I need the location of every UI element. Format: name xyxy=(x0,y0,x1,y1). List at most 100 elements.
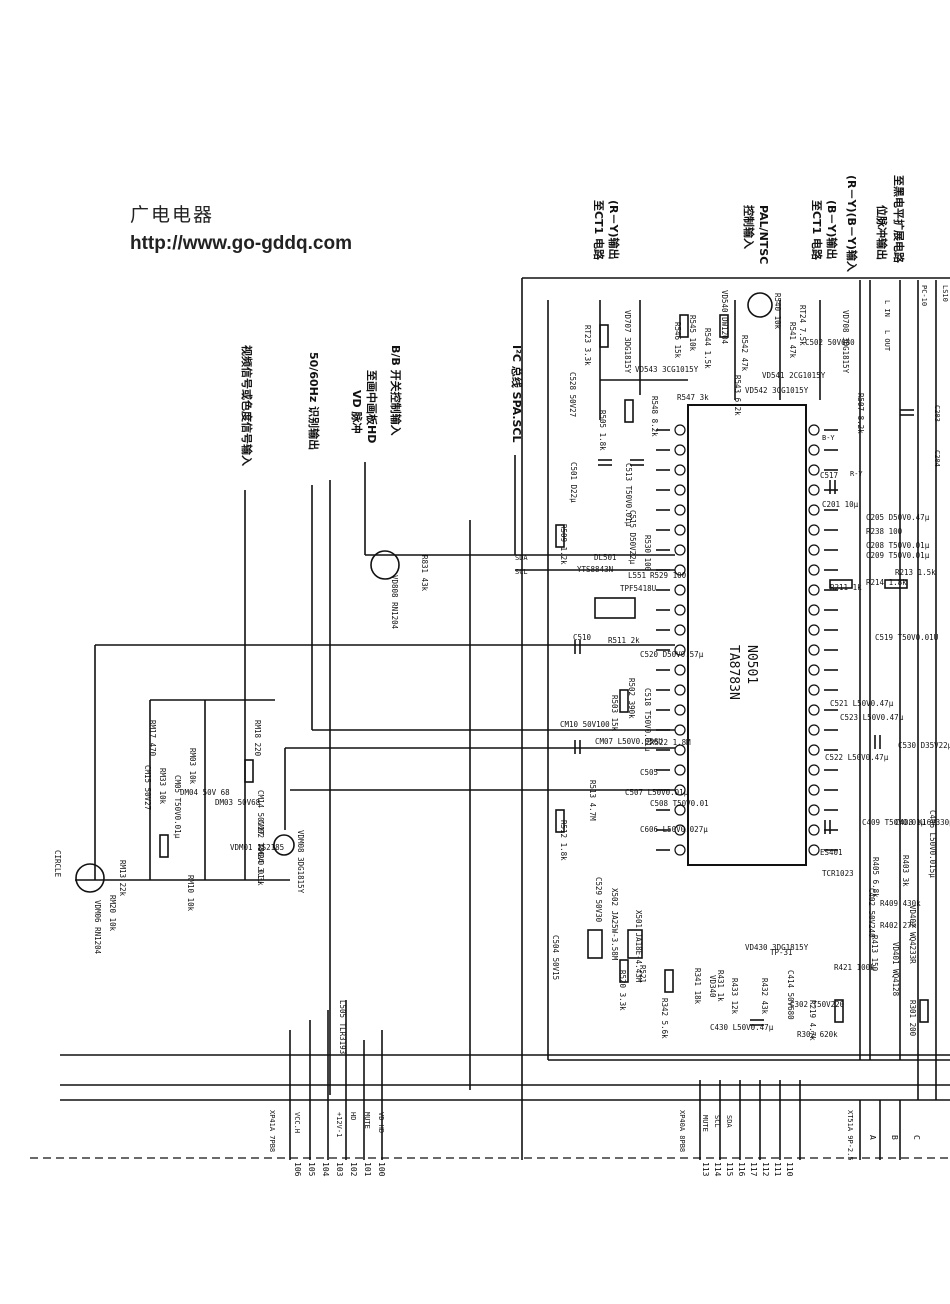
connector-label: C204 xyxy=(933,450,941,467)
component-label: YTS8843N xyxy=(577,565,613,574)
component-label: VD430 3DG1815Y xyxy=(745,943,809,952)
component-label: VD808 RN1204 xyxy=(390,575,399,630)
connector-label: 106 xyxy=(293,1162,302,1177)
component-label: TPF5418U xyxy=(620,584,656,593)
ic-pin xyxy=(674,844,686,856)
component-label: VD708 3DG1815Y xyxy=(841,310,850,374)
component-label: R301 200 xyxy=(908,1000,917,1037)
ic-pin xyxy=(674,764,686,776)
component-label: R546 15k xyxy=(673,322,682,359)
component-label: C201 10μ xyxy=(822,500,859,509)
component-label: R342 5.6k xyxy=(660,998,669,1039)
connector-label: 116 xyxy=(737,1162,746,1177)
ic-pin xyxy=(674,604,686,616)
connector-label: LS10 xyxy=(941,285,949,302)
signal-label: (R－Y)输出 xyxy=(607,200,621,260)
component-label: R302 620k xyxy=(797,1030,838,1039)
connector-label: SCL xyxy=(713,1115,721,1128)
component-label: CM14 50V27 xyxy=(256,790,265,835)
ic-pin xyxy=(674,824,686,836)
ic-pin xyxy=(808,764,820,776)
component-label: C409 T50V0.01μ xyxy=(862,818,926,827)
ic-pin xyxy=(808,724,820,736)
component-label: VD541 2CG1015Y xyxy=(762,371,826,380)
signal-label: 控制输入 xyxy=(742,205,756,249)
ic-pin xyxy=(808,644,820,656)
ic-pin xyxy=(674,724,686,736)
connector-label: C203 xyxy=(933,405,941,422)
component-label: VDM08 3DG1815Y xyxy=(296,830,305,894)
component-label: C519 T50V0.01U xyxy=(875,633,938,642)
ic-pin xyxy=(808,784,820,796)
component-label: C529 50V30 xyxy=(594,877,603,923)
component-label: VD402 WQ4233R xyxy=(908,905,917,964)
component-label: R405 6.8k xyxy=(871,857,880,898)
component-label: R530 100 xyxy=(643,535,652,572)
component-label: DL501 xyxy=(594,553,617,562)
component-label: X501 JA18E-4.43M xyxy=(634,910,643,983)
signal-label: (B－Y)输出 xyxy=(825,200,839,259)
ic-pin xyxy=(674,624,686,636)
component-label: RM18 220 xyxy=(253,720,262,757)
signal-label: 至CT1 电路 xyxy=(592,200,606,261)
ic-pin xyxy=(808,544,820,556)
ic-pin xyxy=(808,804,820,816)
component-label: VDM01 1S2185 xyxy=(230,843,284,852)
component-label: L505 TLR3193 xyxy=(338,1000,347,1054)
component-label: RM20 10k xyxy=(108,895,117,932)
component-label: R421 100k xyxy=(834,963,875,972)
connector-label: R-Y xyxy=(850,470,863,478)
component-label: R431 1k xyxy=(716,970,725,1002)
component-label: R511 2k xyxy=(608,636,640,645)
connector-label: XP41A 7PB8 xyxy=(268,1110,276,1152)
ic-part: TA8783N xyxy=(726,645,741,700)
ic-pin xyxy=(674,704,686,716)
component-label: ES401 xyxy=(820,848,843,857)
connector-label: 103 xyxy=(335,1162,344,1177)
component-label: R503 15k xyxy=(610,695,619,732)
ic-pin xyxy=(674,804,686,816)
site-url: http://www.go-gddq.com xyxy=(130,233,352,254)
component-label: R513 4.7M xyxy=(588,780,597,821)
component-label: R545 10k xyxy=(688,315,697,352)
component-label: R219 4.7k xyxy=(808,1000,817,1041)
ic-pin xyxy=(808,584,820,596)
connector-label: 112 xyxy=(761,1162,770,1177)
component-label: C414 50V680 xyxy=(786,970,795,1020)
signal-label: 至CT1 电路 xyxy=(810,200,824,261)
component-label: RM13 22k xyxy=(118,860,127,897)
ic-pin xyxy=(674,584,686,596)
component-label: C402 50V240 xyxy=(867,888,876,938)
component-label: R214 1.8k xyxy=(866,578,907,587)
component-label: R548 8.2k xyxy=(650,396,659,437)
component-label: RT24 7.5k xyxy=(798,305,807,346)
connector-label: B xyxy=(890,1135,899,1140)
component-label: CM15 50V27 xyxy=(143,765,152,810)
component-label: R522 1.8M xyxy=(650,738,691,747)
ic-pin xyxy=(808,524,820,536)
connector-label: VD HD xyxy=(377,1112,385,1133)
ic-pin xyxy=(808,704,820,716)
ic-pin xyxy=(808,844,820,856)
component-label: C507 L50V0.01μ xyxy=(625,788,689,797)
signal-label: 至画中画板HD xyxy=(365,370,379,443)
connector-label: SDA xyxy=(515,554,528,562)
ic-pin xyxy=(808,444,820,456)
component-label: R831 43k xyxy=(420,555,429,592)
component-label: C302 T50V220 xyxy=(790,1000,845,1009)
component-label: C520 D50V0.57μ xyxy=(640,650,704,659)
ic-pin xyxy=(808,564,820,576)
connector-label: +12V-1 xyxy=(335,1112,343,1137)
connector-label: 102 xyxy=(349,1162,358,1177)
signal-label: (R－Y)(B－Y)输入 xyxy=(845,175,859,272)
component-label: R402 27k xyxy=(880,921,917,930)
component-label: C518 T50V0.01μ xyxy=(643,688,652,752)
ic-pin xyxy=(674,664,686,676)
ic-pin xyxy=(674,444,686,456)
component-label: C508 T50V0.01 xyxy=(650,799,709,808)
connector-label: A xyxy=(868,1135,877,1140)
connector-label: 100 xyxy=(377,1162,386,1177)
component-label: C513 T50V0.01μ xyxy=(624,463,633,527)
component-label: C523 L50V0.47μ xyxy=(840,713,904,722)
